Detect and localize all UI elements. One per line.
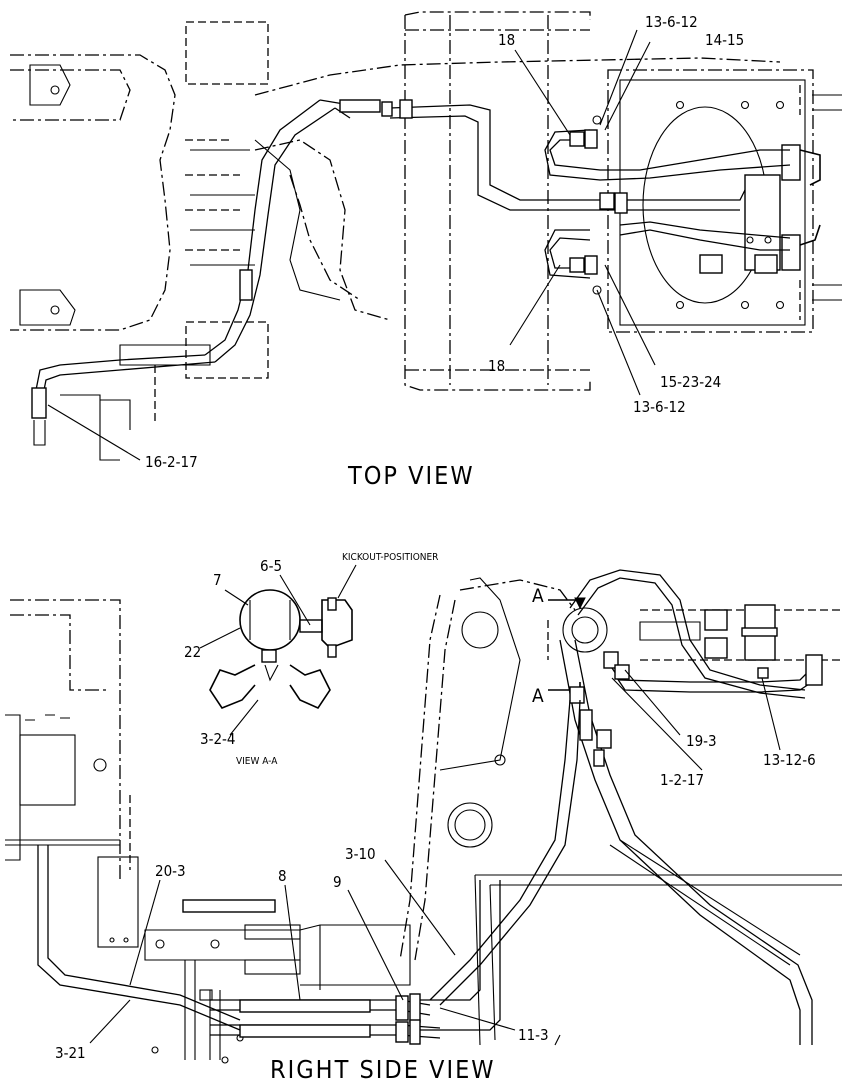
callout-14-15: 14-15 bbox=[705, 31, 744, 49]
callout-3-21: 3-21 bbox=[55, 1044, 86, 1062]
view-aa-note: KICKOUT-POSITIONER bbox=[342, 552, 438, 563]
callout-22: 22 bbox=[184, 643, 201, 661]
callout-7: 7 bbox=[213, 571, 222, 589]
callout-1-2-17: 1-2-17 bbox=[660, 771, 704, 789]
callout-6-5: 6-5 bbox=[260, 557, 282, 575]
callout-3-2-4: 3-2-4 bbox=[200, 730, 236, 748]
callout-13-6-12-bottom: 13-6-12 bbox=[633, 398, 686, 416]
section-marker-top: A bbox=[532, 585, 544, 607]
view-aa-inset: KICKOUT-POSITIONER 6-5 7 22 3-2-4 VIEW A… bbox=[184, 552, 438, 767]
view-aa-title: VIEW A-A bbox=[236, 756, 278, 767]
callout-15-23-24: 15-23-24 bbox=[660, 373, 721, 391]
top-view: 13-6-12 14-15 18 18 15-23-24 13-6-12 16-… bbox=[10, 11, 842, 490]
section-marker-bottom: A bbox=[532, 685, 544, 707]
callout-16-2-17: 16-2-17 bbox=[145, 453, 198, 471]
right-side-view-title: RIGHT SIDE VIEW bbox=[270, 1055, 496, 1084]
callout-18-top: 18 bbox=[498, 31, 515, 49]
top-view-title: TOP VIEW bbox=[347, 461, 475, 490]
callout-3-10: 3-10 bbox=[345, 845, 376, 863]
callout-19-3: 19-3 bbox=[686, 732, 717, 750]
callout-20-3: 20-3 bbox=[155, 862, 186, 880]
callout-18-bottom: 18 bbox=[488, 357, 505, 375]
callout-9: 9 bbox=[333, 873, 342, 891]
callout-8: 8 bbox=[278, 867, 287, 885]
right-side-view: A A bbox=[5, 569, 842, 1084]
callout-13-6-12-top: 13-6-12 bbox=[645, 13, 698, 31]
callout-11-3: 11-3 bbox=[518, 1026, 549, 1044]
callout-13-12-6: 13-12-6 bbox=[763, 751, 816, 769]
